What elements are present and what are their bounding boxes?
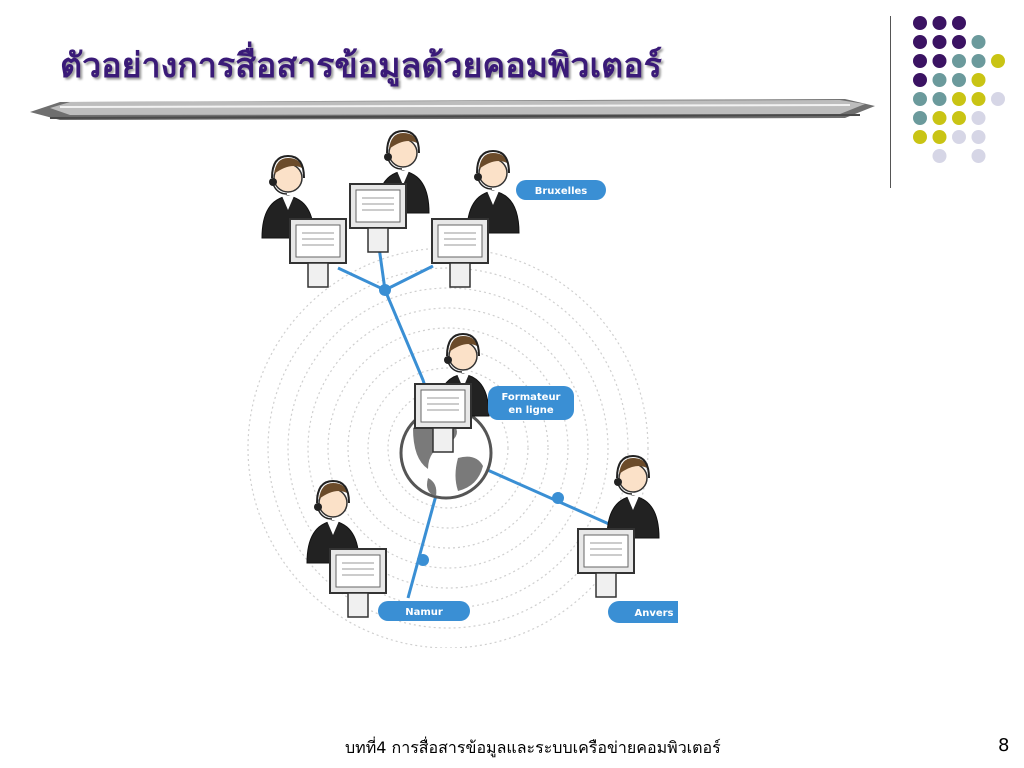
decorative-dot — [932, 149, 947, 163]
decorative-dot — [952, 35, 966, 49]
decorative-dot — [991, 54, 1005, 68]
label-formateur: Formateur en ligne — [488, 386, 574, 420]
slide-footer: บทที่4 การสื่อสารข้อมูลและระบบเครือข่ายค… — [345, 738, 721, 757]
decorative-dot — [913, 92, 927, 106]
decorative-dot — [971, 73, 986, 87]
network-illustration: Bruxelles Formateur en ligne Namur Anver… — [247, 130, 678, 648]
decorative-dot — [913, 130, 927, 144]
label-bruxelles: Bruxelles — [516, 180, 606, 200]
slide-title: ตัวอย่างการสื่อสารข้อมูลด้วยคอมพิวเตอร์ — [60, 46, 662, 86]
operator-top-right — [431, 150, 520, 288]
decorative-dot — [913, 54, 927, 68]
decorative-dot — [932, 73, 947, 87]
decorative-dot — [932, 16, 947, 30]
decorative-dot — [971, 111, 986, 125]
decorative-dot — [971, 35, 986, 49]
svg-text:Bruxelles: Bruxelles — [535, 186, 588, 197]
title-underline-rule — [30, 99, 875, 120]
svg-text:Anvers: Anvers — [634, 608, 673, 619]
decorative-dot — [913, 35, 927, 49]
label-namur: Namur — [378, 601, 470, 621]
decorative-dot — [952, 73, 966, 87]
svg-text:Formateur: Formateur — [501, 392, 560, 403]
svg-text:Namur: Namur — [405, 607, 443, 618]
label-anvers: Anvers — [608, 601, 678, 623]
operator-top-left — [261, 155, 347, 288]
decorative-dot-grid — [913, 16, 1005, 163]
decorative-dot — [952, 130, 966, 144]
decorative-dot — [932, 35, 947, 49]
decorative-dot — [971, 54, 986, 68]
decorative-dot — [991, 92, 1005, 106]
decorative-dot — [952, 92, 966, 106]
operator-top-middle — [349, 130, 430, 253]
network-nodes — [379, 284, 564, 566]
decorative-dot — [971, 130, 986, 144]
header-divider-line — [890, 16, 891, 188]
decorative-dot — [932, 111, 947, 125]
decorative-dot — [952, 111, 966, 125]
decorative-dot — [952, 16, 966, 30]
svg-text:en ligne: en ligne — [508, 405, 554, 416]
computer-monitor-icon — [289, 218, 347, 288]
decorative-dot — [913, 73, 927, 87]
decorative-dot — [932, 54, 947, 68]
page-number: 8 — [998, 735, 1010, 756]
decorative-dot — [971, 92, 986, 106]
decorative-dot — [952, 54, 966, 68]
decorative-dot — [913, 111, 927, 125]
decorative-dot — [932, 130, 947, 144]
decorative-dot — [913, 16, 927, 30]
decorative-dot — [971, 149, 986, 163]
operator-bottom-right — [577, 455, 660, 598]
decorative-dot — [932, 92, 947, 106]
